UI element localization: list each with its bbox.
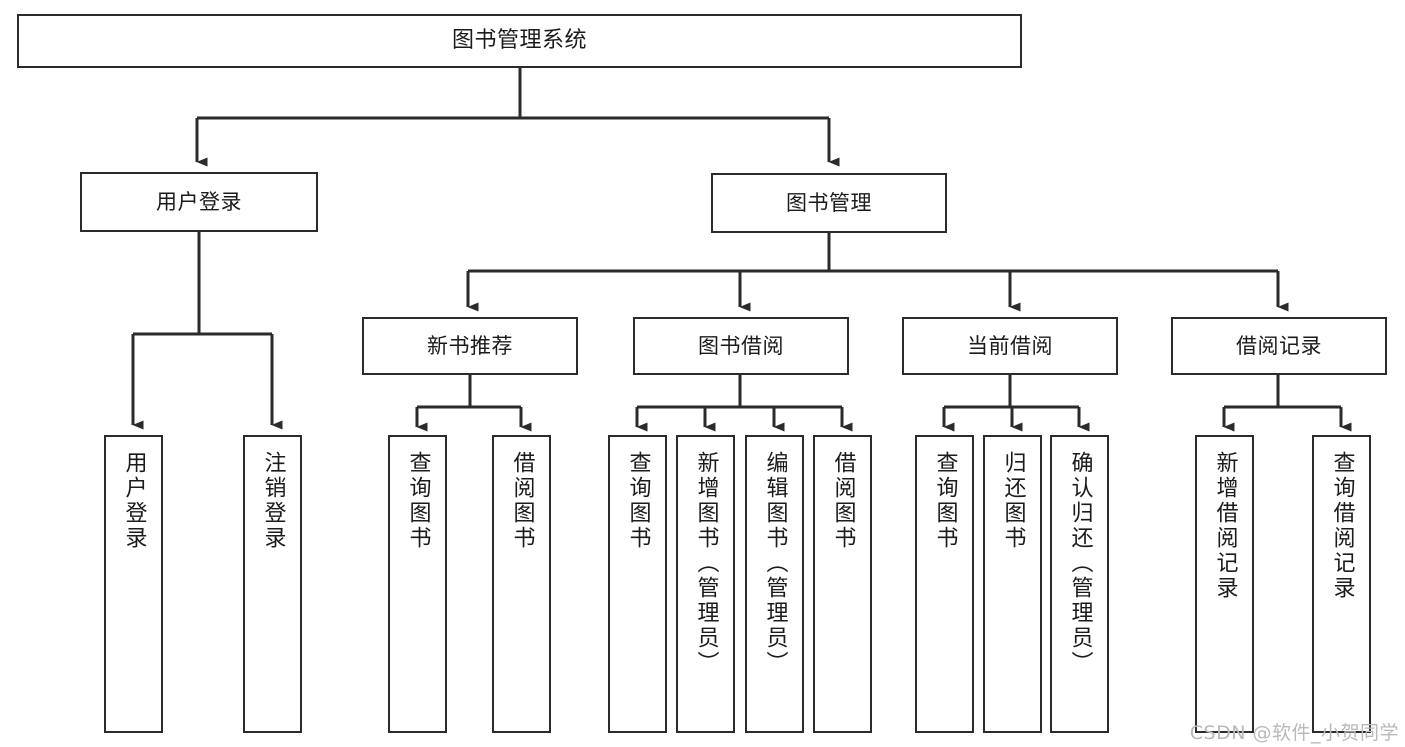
node-leaf-query-book-borrow[interactable]: 查询图书 [608,435,667,733]
node-leaf-add-book-admin[interactable]: 新增图书（管理员） [676,435,735,733]
node-leaf-borrow-book-recommend[interactable]: 借阅图书 [492,435,551,733]
node-label: 新增借阅记录 [1212,451,1238,601]
node-label: 当前借阅 [967,333,1053,358]
node-leaf-user-login[interactable]: 用户登录 [104,435,163,733]
node-root-book-management-system[interactable]: 图书管理系统 [17,14,1022,68]
node-new-book-recommend[interactable]: 新书推荐 [362,317,578,375]
node-leaf-query-book-recommend[interactable]: 查询图书 [388,435,447,733]
node-label: 借阅图书 [509,451,535,551]
node-label: 用户登录 [156,189,242,214]
node-leaf-query-borrow-record[interactable]: 查询借阅记录 [1312,435,1371,733]
node-label: 借阅图书 [830,451,856,551]
node-leaf-borrow-book[interactable]: 借阅图书 [813,435,872,733]
node-label: 新增图书（管理员） [693,451,719,676]
node-label: 新书推荐 [427,333,513,358]
node-book-management[interactable]: 图书管理 [711,173,947,233]
node-leaf-logout-login[interactable]: 注销登录 [243,435,302,733]
node-leaf-query-book-current[interactable]: 查询图书 [915,435,974,733]
node-label: 查询图书 [405,451,431,551]
csdn-watermark: CSDN @软件_小贺同学 [1189,722,1399,744]
node-label: 借阅记录 [1236,333,1322,358]
node-leaf-return-book[interactable]: 归还图书 [983,435,1042,733]
node-label: 图书管理系统 [451,28,587,54]
node-leaf-add-borrow-record[interactable]: 新增借阅记录 [1195,435,1254,733]
node-label: 确认归还（管理员） [1067,451,1093,676]
node-leaf-confirm-return-admin[interactable]: 确认归还（管理员） [1050,435,1109,733]
node-label: 查询借阅记录 [1329,451,1355,601]
node-borrow-record[interactable]: 借阅记录 [1171,317,1387,375]
node-label: 编辑图书（管理员） [762,451,788,676]
node-current-borrow[interactable]: 当前借阅 [902,317,1118,375]
node-label: 查询图书 [625,451,651,551]
node-label: 注销登录 [260,451,286,551]
node-user-login[interactable]: 用户登录 [80,172,318,232]
node-label: 用户登录 [121,451,147,551]
node-label: 图书管理 [786,190,872,215]
node-book-borrow[interactable]: 图书借阅 [633,317,849,375]
node-label: 查询图书 [932,451,958,551]
node-label: 图书借阅 [698,333,784,358]
node-leaf-edit-book-admin[interactable]: 编辑图书（管理员） [745,435,804,733]
node-label: 归还图书 [1000,451,1026,551]
